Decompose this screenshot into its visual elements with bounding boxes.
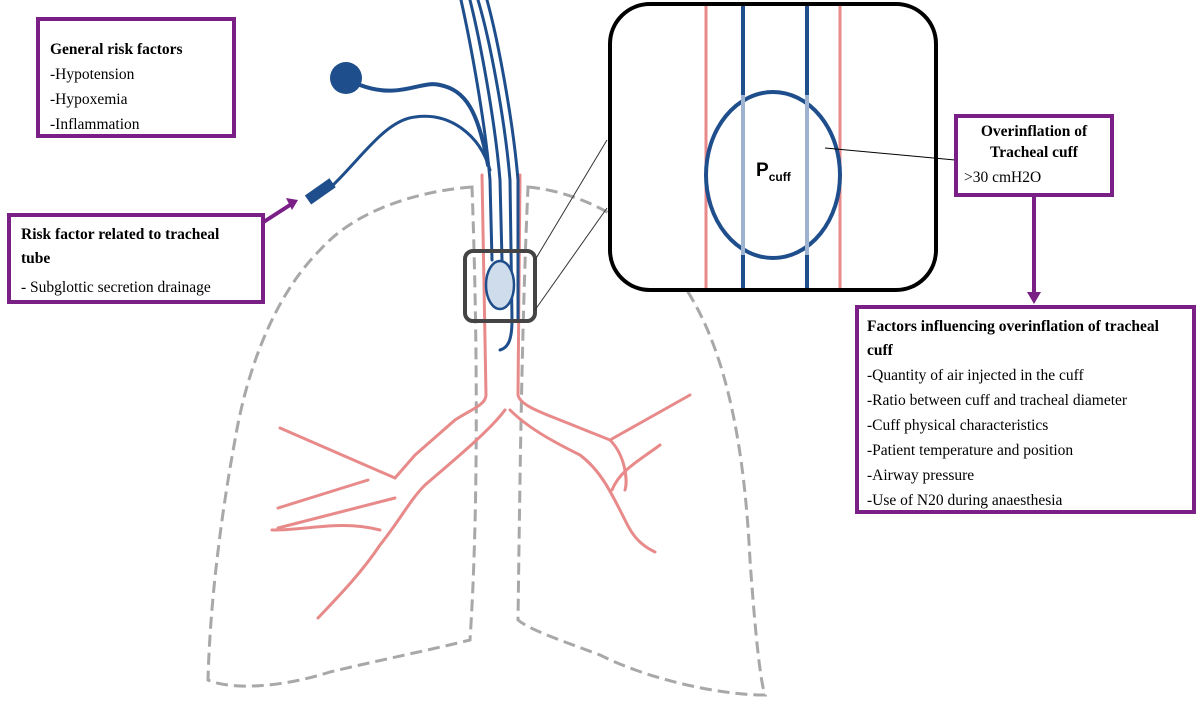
highlight-square [463,249,537,323]
tracheal-tube [328,0,520,352]
overinflation-title: Overinflation of Tracheal cuff [980,123,1088,161]
general-risk-item: -Inflammation [50,116,140,133]
tube-risk-title: Risk factor related to tracheal tube [21,226,220,267]
factors-title: Factors influencing overinflation of tra… [867,318,1159,359]
cuff-zoomed [704,90,842,260]
tube-risk-box: Risk factor related to tracheal tube - S… [7,213,265,304]
factor-item: -Cuff physical characteristics [867,417,1049,434]
zoom-panel [608,2,938,292]
tube-risk-item: - Subglottic secretion drainage [21,279,211,296]
pcuff-label: Pcuff [756,160,791,184]
left-lung-outline [206,185,478,688]
suction-connector [304,178,336,205]
cuff-small [484,259,516,311]
general-risk-item: -Hypotension [50,66,135,83]
factor-item: -Airway pressure [867,467,975,484]
pcuff-sub: cuff [768,169,791,184]
general-risk-title: General risk factors [50,41,183,58]
pcuff-main: P [756,160,769,181]
factor-item: -Ratio between cuff and tracheal diamete… [867,392,1128,409]
factor-item: -Quantity of air injected in the cuff [867,367,1084,384]
general-risk-box: General risk factors -Hypotension -Hypox… [36,17,236,138]
factor-item: -Use of N20 during anaesthesia [867,492,1063,509]
factor-item: -Patient temperature and position [867,442,1074,459]
zoom-connector-top [534,139,608,261]
factors-box: Factors influencing overinflation of tra… [855,305,1196,514]
overinflation-box: Overinflation of Tracheal cuff >30 cmH2O [954,114,1114,197]
zoom-connector-bottom [534,207,608,311]
pilot-balloon [330,62,362,94]
pointer-line [824,147,956,161]
overinflation-value: >30 cmH2O [964,169,1042,186]
trachea-and-bronchi [270,173,692,620]
arrow-tube-to-connector [260,203,292,225]
general-risk-item: -Hypoxemia [50,91,128,108]
